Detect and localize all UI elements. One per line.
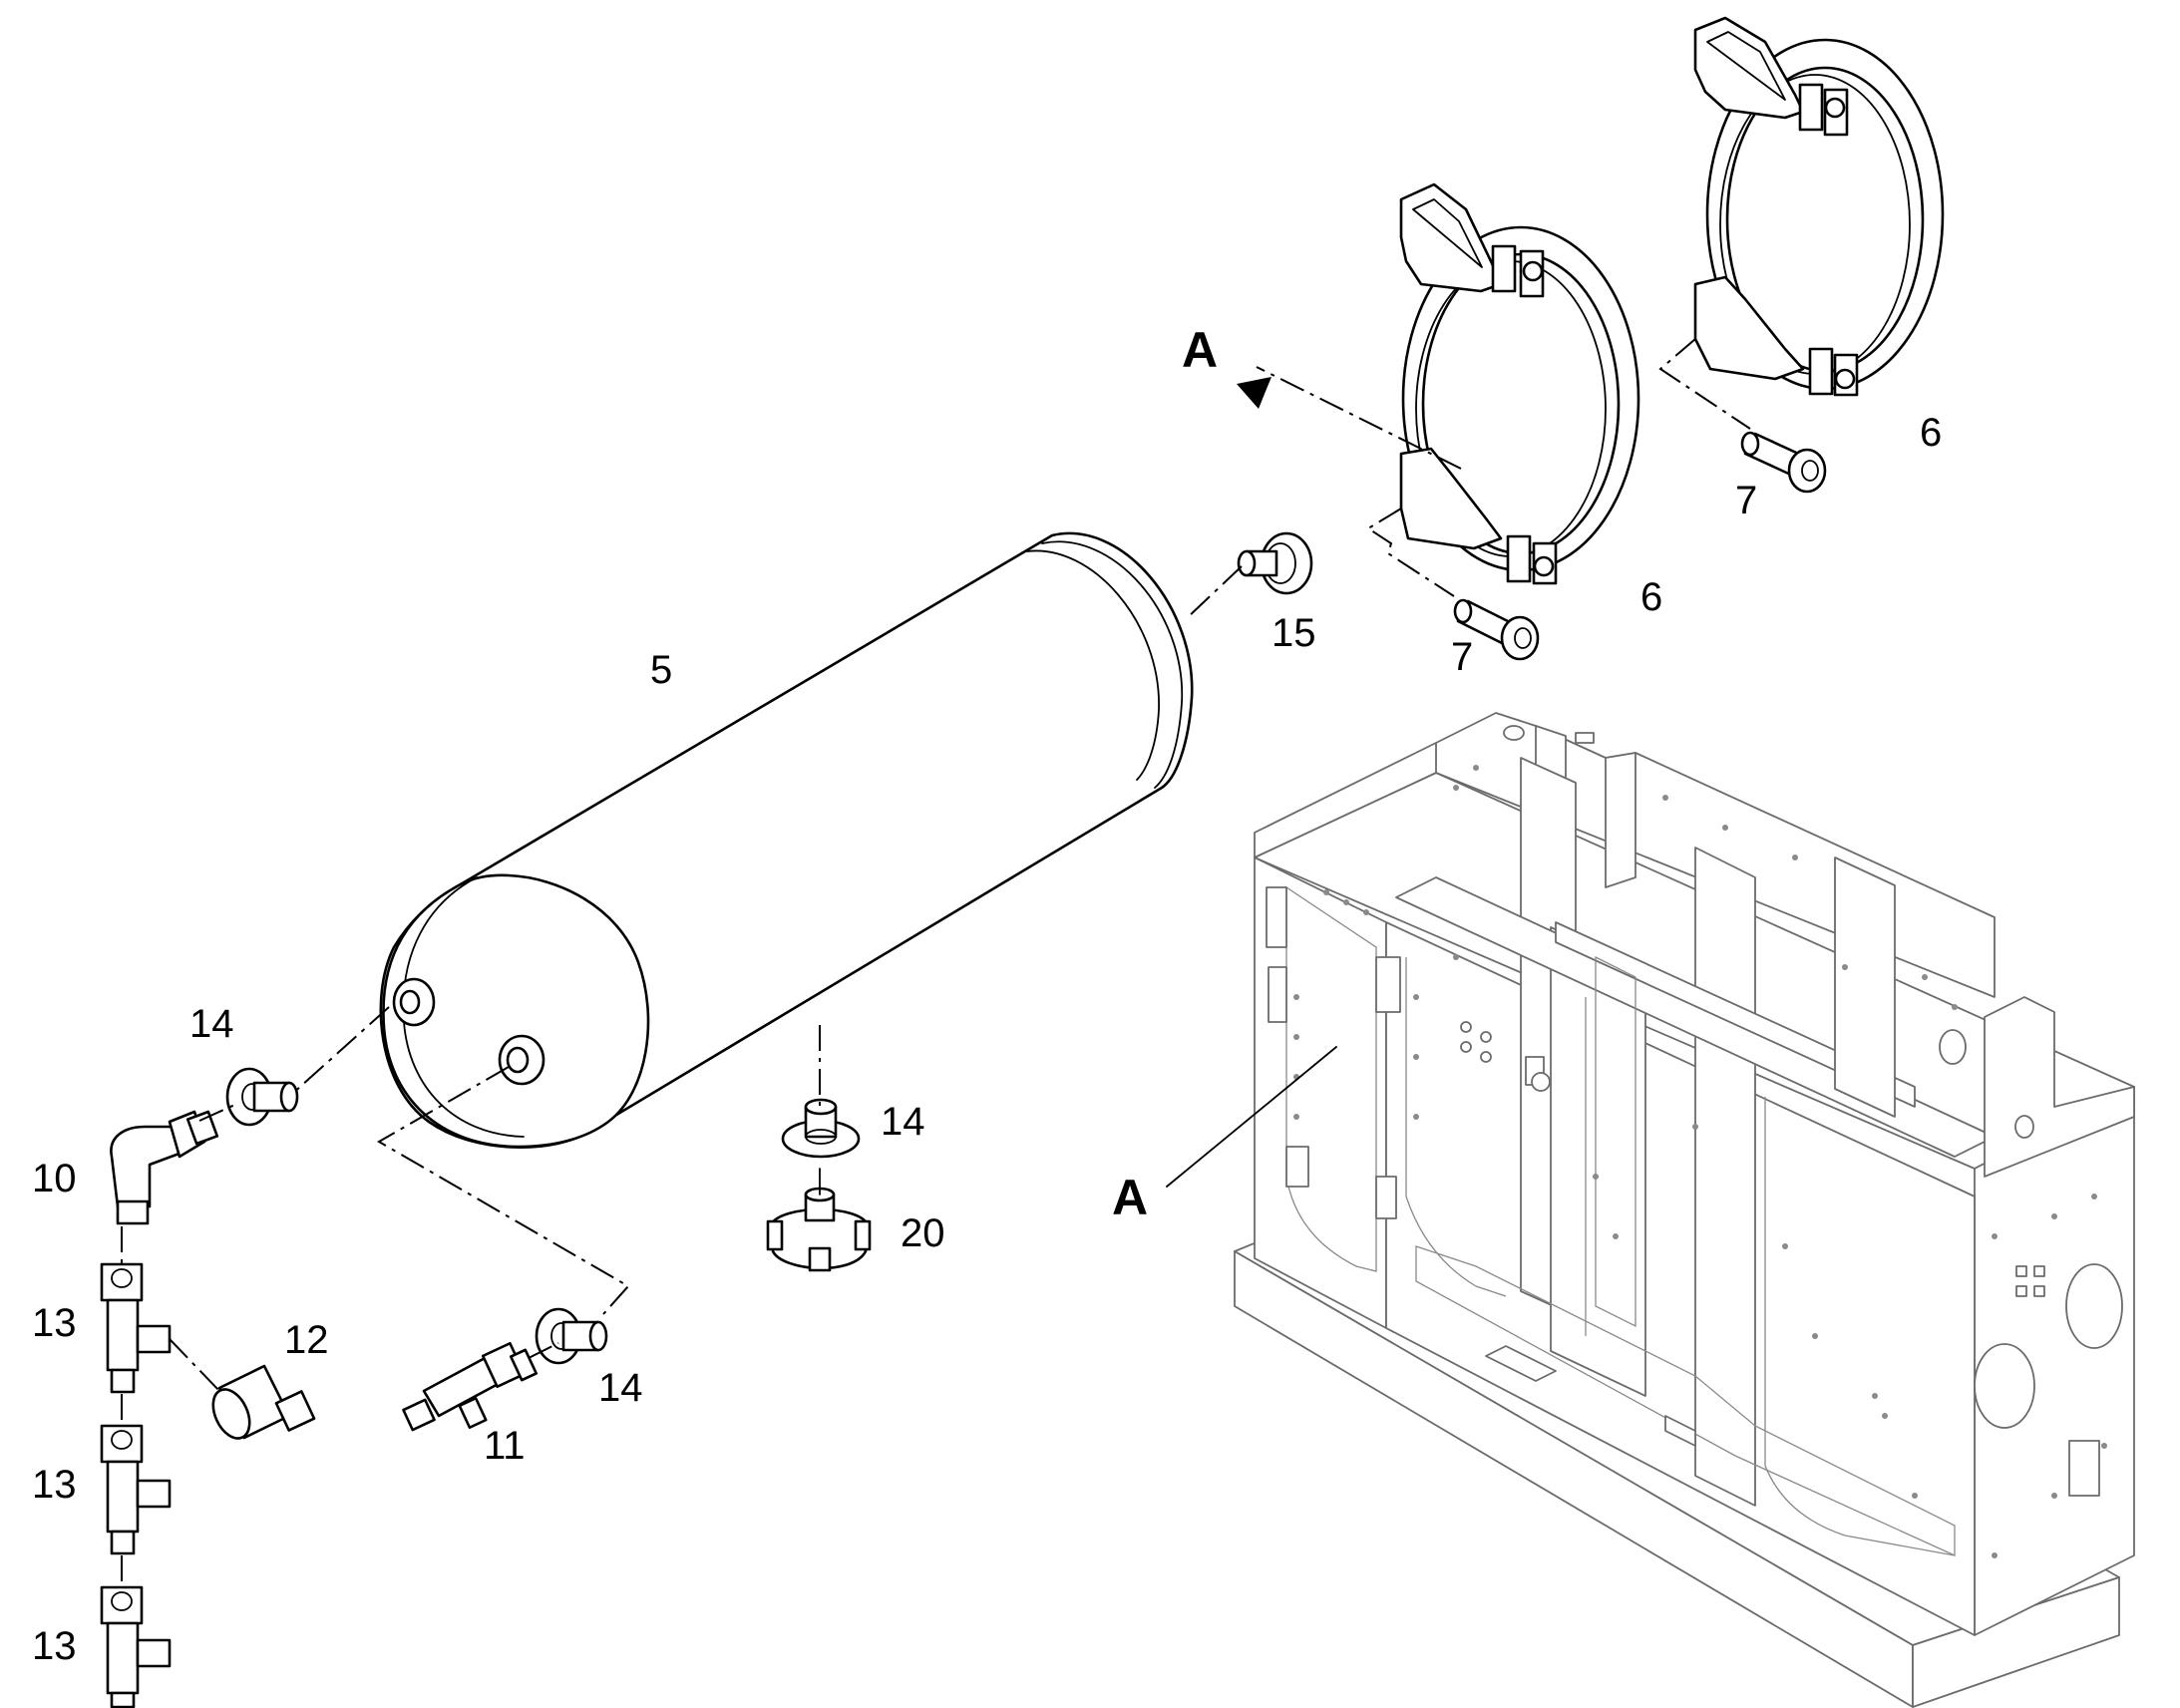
callout-tee-3: 13 — [32, 1624, 77, 1668]
callout-plug-bottom: 14 — [881, 1100, 925, 1144]
end-plug[interactable] — [1237, 531, 1313, 595]
adapter-fitting[interactable] — [206, 1364, 316, 1444]
view-label-frame: A — [1112, 1170, 1148, 1225]
callout-adapter: 12 — [284, 1318, 329, 1362]
tank-clamp-upper[interactable] — [1693, 16, 1945, 397]
tee-fitting-2[interactable] — [100, 1424, 172, 1555]
view-label-arrow: A — [1182, 322, 1218, 378]
tee-fitting-1[interactable] — [100, 1262, 172, 1394]
callout-plug-right: 14 — [598, 1366, 643, 1410]
callout-clamp-upper: 6 — [1920, 411, 1942, 455]
view-arrow-a — [1237, 377, 1272, 409]
elbow-fitting[interactable] — [110, 1110, 219, 1225]
drain-valve[interactable] — [402, 1341, 539, 1432]
plug-right[interactable] — [535, 1307, 608, 1365]
assembly-lines — [121, 338, 1751, 1587]
callout-drain-valve: 11 — [484, 1424, 526, 1468]
callout-clamp-lower: 6 — [1640, 575, 1662, 619]
tank-clamp-lower[interactable] — [1399, 182, 1640, 585]
callout-tee-1: 13 — [32, 1301, 77, 1345]
plug-left[interactable] — [225, 1067, 299, 1127]
callout-tank: 5 — [650, 648, 672, 692]
machine-frame — [1234, 712, 2135, 1708]
callout-labels: 5 6 6 7 7 10 11 12 13 13 13 14 14 14 15 … — [32, 322, 1942, 1668]
callout-plug-end: 15 — [1272, 611, 1316, 655]
air-tank[interactable] — [379, 531, 1194, 1149]
tank-port-lower — [498, 1034, 545, 1086]
frame-rivets — [1293, 765, 2107, 1558]
drain-nut[interactable] — [766, 1168, 872, 1272]
callout-drain-nut: 20 — [901, 1211, 945, 1255]
tank-port-upper — [392, 977, 436, 1027]
callout-tee-2: 13 — [32, 1463, 77, 1507]
callout-elbow: 10 — [32, 1157, 77, 1200]
clamp-screw-upper[interactable] — [1740, 431, 1827, 494]
callout-screw-upper: 7 — [1735, 479, 1757, 522]
tee-fitting-3[interactable] — [100, 1585, 172, 1708]
callout-plug-left: 14 — [189, 1002, 234, 1046]
callout-screw-lower: 7 — [1451, 635, 1473, 679]
clamp-screw-lower[interactable] — [1453, 598, 1540, 661]
plug-bottom[interactable] — [781, 1098, 861, 1159]
